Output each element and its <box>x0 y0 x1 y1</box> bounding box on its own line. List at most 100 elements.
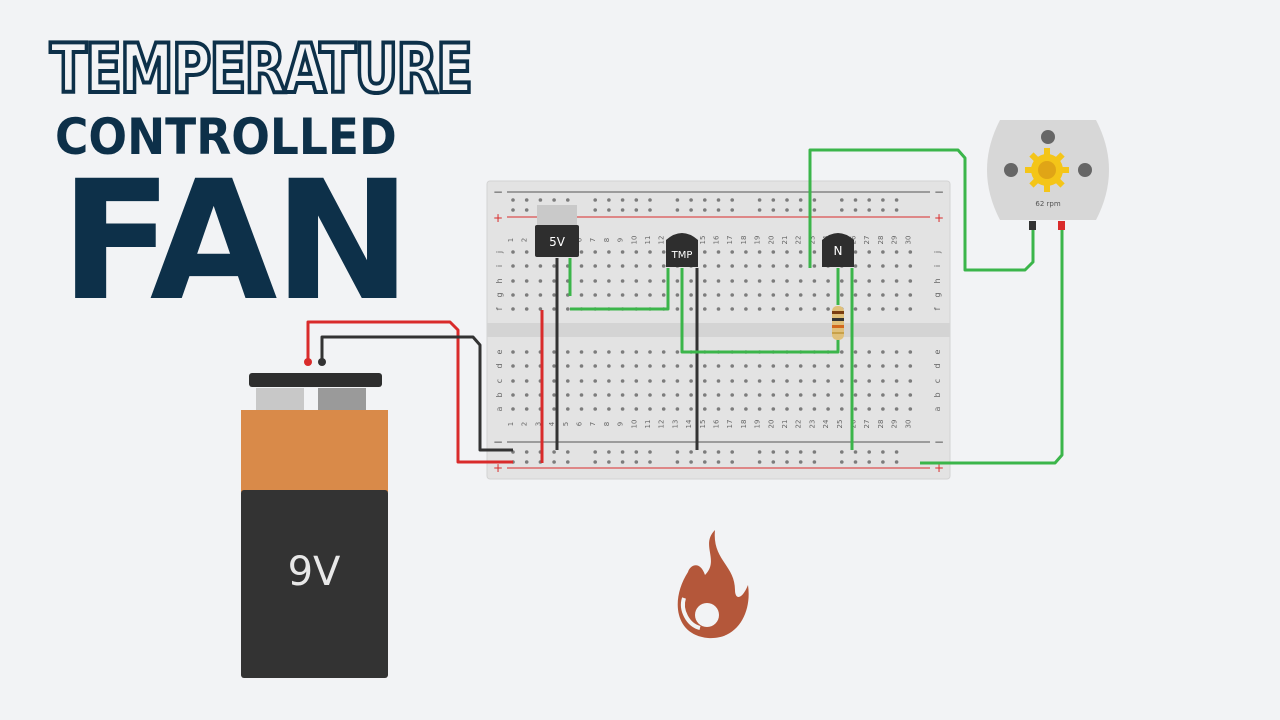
breadboard-hole <box>634 460 639 464</box>
breadboard-hole <box>853 293 858 297</box>
breadboard-hole <box>607 279 611 283</box>
breadboard-hole <box>812 208 817 212</box>
wire-green-to-motor <box>808 148 1035 272</box>
row-letter: b <box>933 392 942 397</box>
breadboard-hole <box>785 393 789 397</box>
breadboard-hole <box>757 450 762 454</box>
breadboard-hole <box>524 407 529 411</box>
breadboard-hole <box>593 393 597 397</box>
breadboard-hole <box>620 393 625 397</box>
column-number: 22 <box>795 236 803 245</box>
title-line-fan: FAN <box>60 145 412 337</box>
breadboard-hole <box>607 460 611 464</box>
breadboard-hole <box>908 250 913 254</box>
breadboard-hole <box>675 379 680 383</box>
breadboard-hole <box>744 264 748 268</box>
breadboard-hole <box>689 460 693 464</box>
breadboard-hole <box>552 198 556 202</box>
breadboard-hole <box>634 407 639 411</box>
column-number: 18 <box>740 420 748 429</box>
breadboard-hole <box>716 460 721 464</box>
breadboard-hole <box>881 364 885 368</box>
rail-plus-label-right: + <box>934 211 944 225</box>
breadboard-hole <box>689 208 693 212</box>
breadboard-hole <box>840 198 844 202</box>
row-letter: d <box>933 363 942 368</box>
breadboard-hole <box>661 279 666 283</box>
breadboard-hole <box>798 264 803 268</box>
breadboard-hole <box>716 379 721 383</box>
breadboard-hole <box>703 307 707 311</box>
breadboard-hole <box>757 393 762 397</box>
voltage-regulator: 5V <box>535 205 579 257</box>
breadboard-hole <box>730 379 734 383</box>
breadboard-hole <box>881 460 885 464</box>
column-number: 12 <box>658 236 666 245</box>
breadboard-hole <box>867 279 871 283</box>
breadboard-hole <box>524 307 529 311</box>
column-number: 10 <box>630 420 638 429</box>
sensor-label: TMP <box>671 250 693 261</box>
breadboard-hole <box>840 407 844 411</box>
column-number: 20 <box>767 420 775 429</box>
breadboard-hole <box>771 307 776 311</box>
breadboard-hole <box>757 364 762 368</box>
breadboard-hole <box>757 293 762 297</box>
column-number: 11 <box>644 236 652 245</box>
column-number: 3 <box>534 422 542 426</box>
breadboard-hole <box>894 250 899 254</box>
breadboard-hole <box>620 379 625 383</box>
regulator-label: 5V <box>549 235 566 249</box>
breadboard-hole <box>771 264 776 268</box>
breadboard-hole <box>675 407 680 411</box>
breadboard-hole <box>840 393 844 397</box>
breadboard-hole <box>607 208 611 212</box>
breadboard-hole <box>757 279 762 283</box>
breadboard-hole <box>908 350 913 354</box>
breadboard-hole <box>607 293 611 297</box>
rail-minus-label: − <box>493 185 503 199</box>
breadboard-hole <box>511 364 515 368</box>
breadboard-holes <box>511 198 913 464</box>
breadboard-hole <box>566 407 570 411</box>
column-number: 19 <box>754 236 762 245</box>
breadboard-hole <box>798 198 803 202</box>
column-number: 6 <box>576 237 584 242</box>
breadboard-hole <box>593 364 597 368</box>
breadboard-hole <box>757 208 762 212</box>
breadboard-hole <box>552 264 556 268</box>
breadboard-hole <box>881 393 885 397</box>
column-number: 21 <box>781 236 789 245</box>
breadboard-hole <box>867 407 871 411</box>
breadboard-hole <box>648 350 652 354</box>
breadboard-hole <box>607 250 611 254</box>
column-number: 7 <box>589 238 597 242</box>
breadboard-hole <box>634 379 639 383</box>
breadboard-hole <box>675 460 680 464</box>
breadboard-hole <box>908 393 913 397</box>
breadboard-hole <box>744 293 748 297</box>
breadboard-hole <box>881 379 885 383</box>
breadboard-hole <box>579 350 584 354</box>
row-letter: b <box>495 392 504 397</box>
breadboard-hole <box>730 460 734 464</box>
breadboard-hole <box>840 460 844 464</box>
column-number: 21 <box>781 420 789 429</box>
breadboard-hole <box>908 264 913 268</box>
breadboard-hole <box>620 293 625 297</box>
breadboard-hole <box>648 208 652 212</box>
breadboard-hole <box>853 460 858 464</box>
wires <box>306 148 1064 465</box>
breadboard-hole <box>620 460 625 464</box>
breadboard-hole <box>894 393 899 397</box>
breadboard-hole <box>812 250 817 254</box>
breadboard-hole <box>798 293 803 297</box>
breadboard-hole <box>881 350 885 354</box>
breadboard-hole <box>826 364 830 368</box>
breadboard-hole <box>703 407 707 411</box>
breadboard-hole <box>853 208 858 212</box>
breadboard-hole <box>812 307 817 311</box>
breadboard-hole <box>607 364 611 368</box>
breadboard-hole <box>661 250 666 254</box>
breadboard-hole <box>908 279 913 283</box>
